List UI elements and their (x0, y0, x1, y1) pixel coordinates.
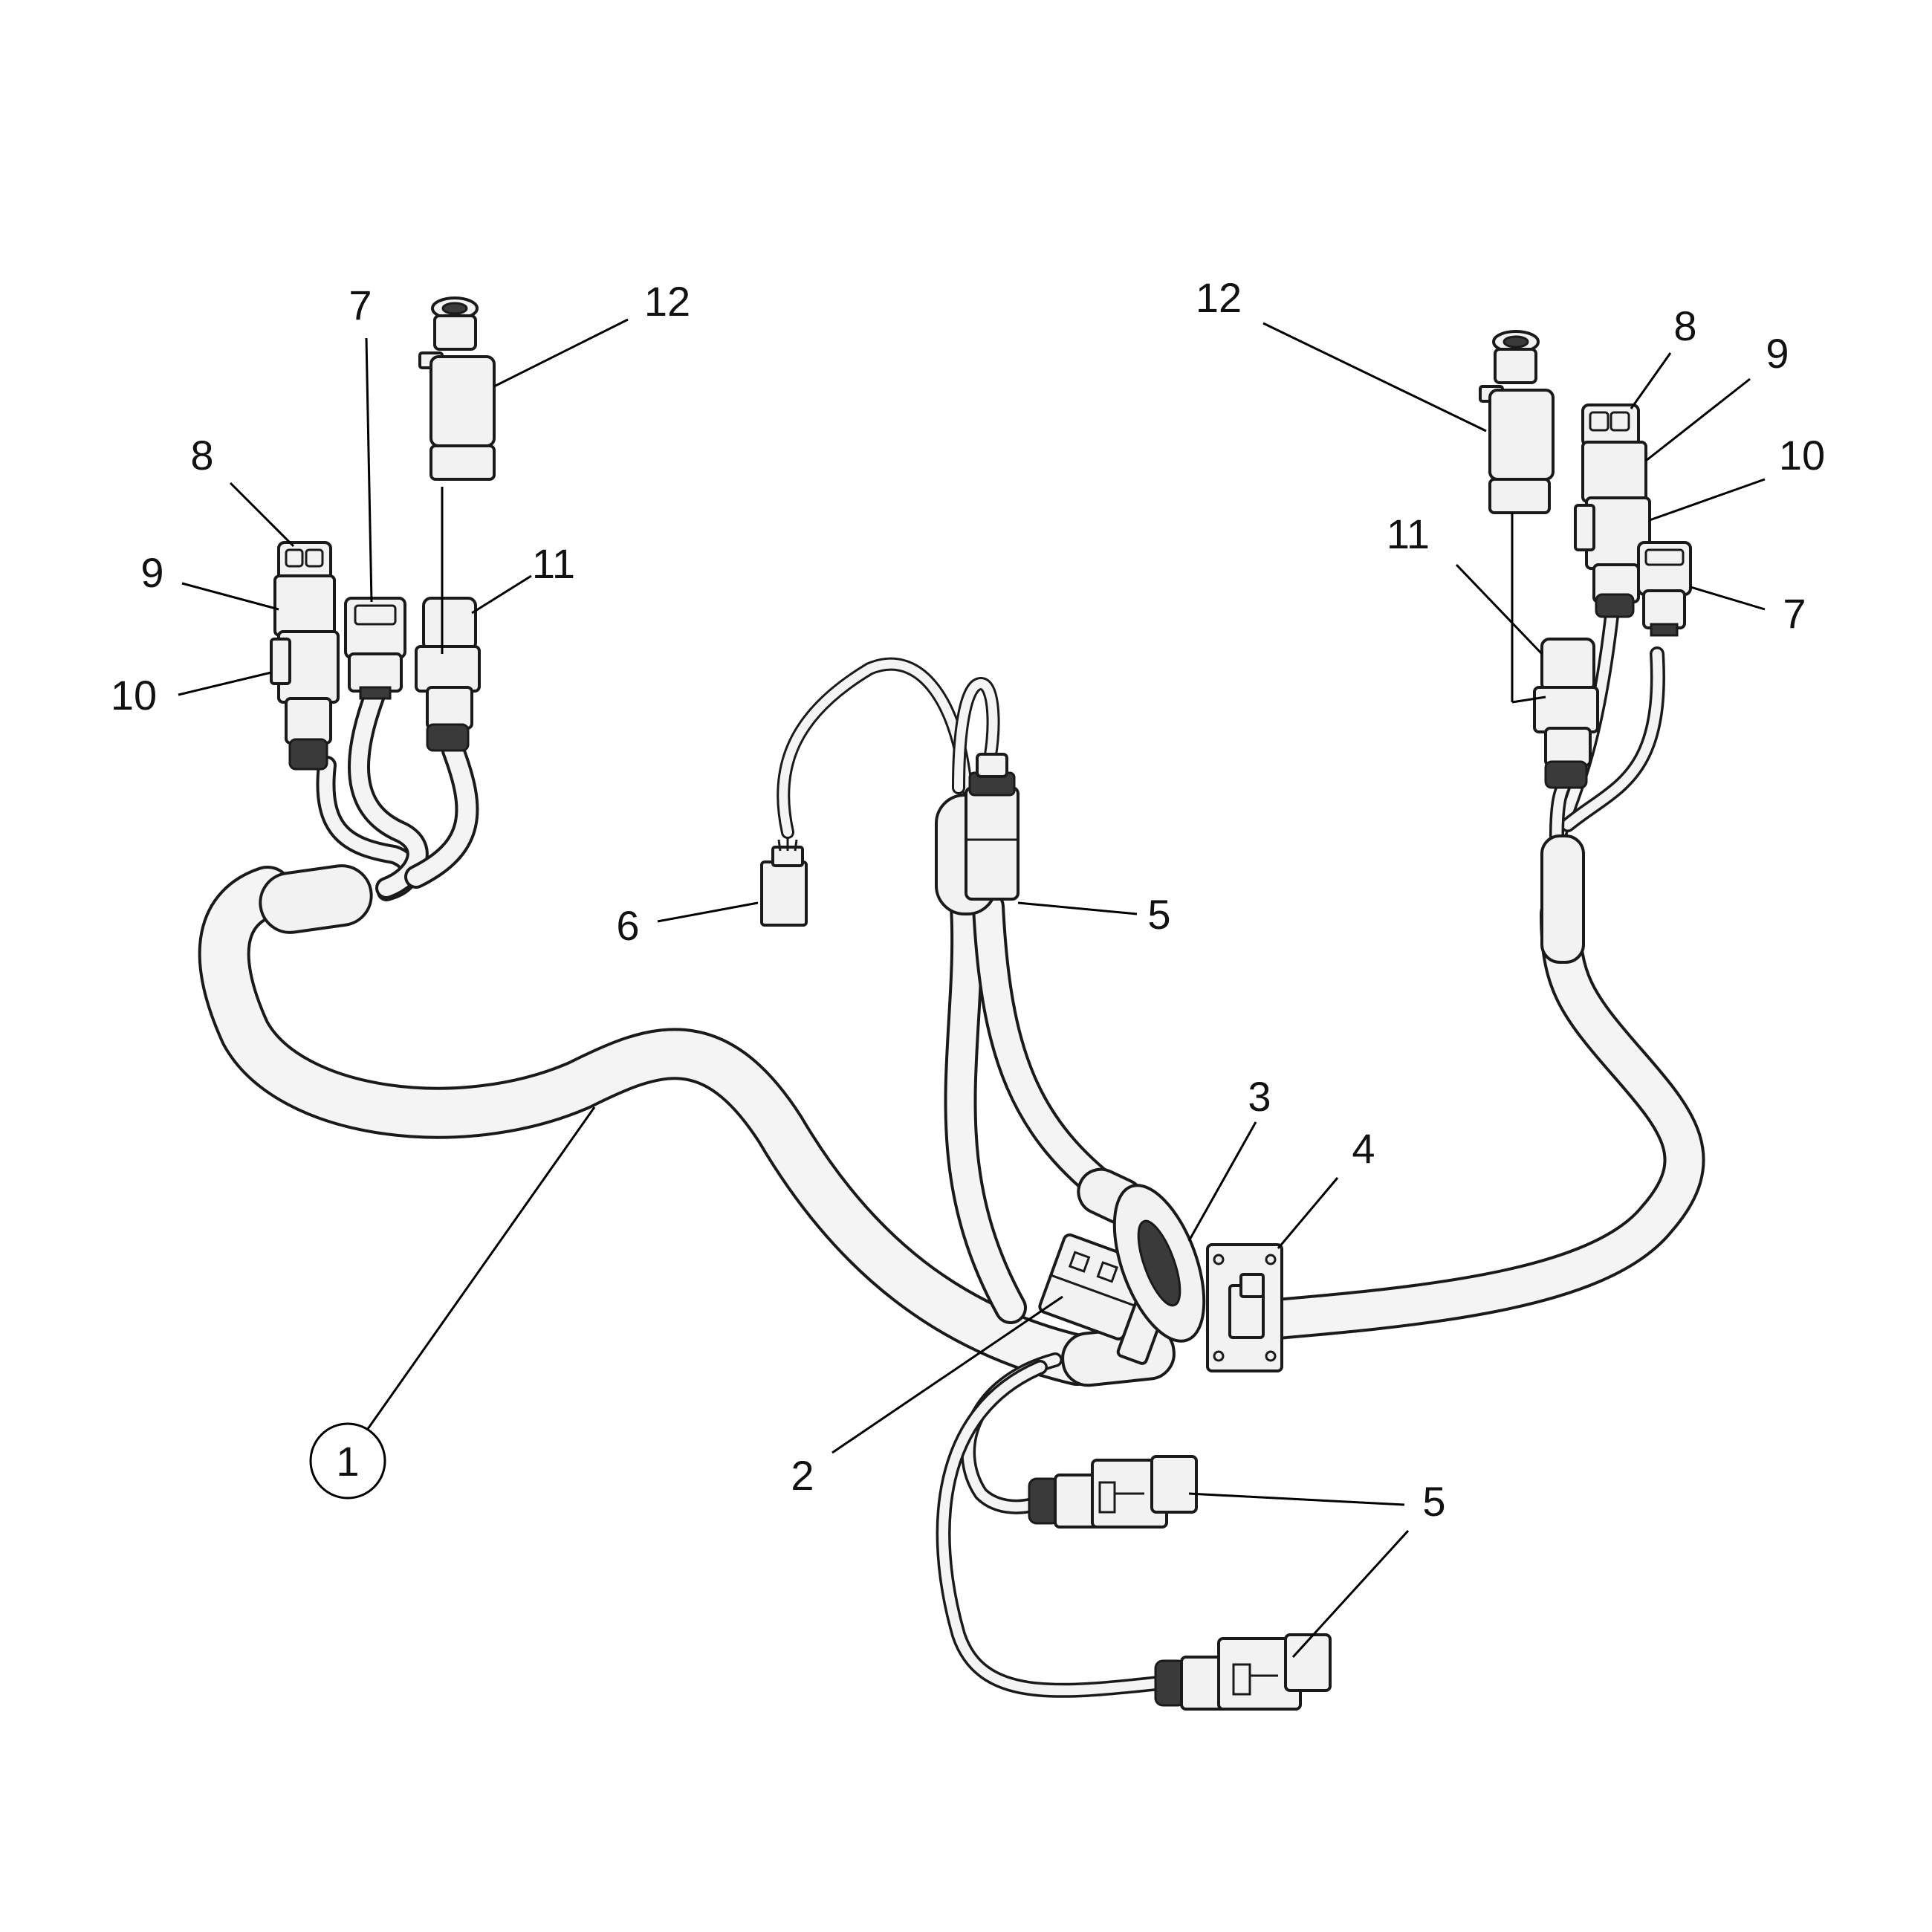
main-harness (198, 602, 1705, 1698)
left-connector-group (270, 296, 496, 771)
leader-6 (657, 901, 759, 923)
connector-7-right (1637, 541, 1692, 637)
leader-10-left (178, 671, 272, 696)
leader-8-left (229, 482, 295, 548)
callout-12-right: 12 (1196, 274, 1242, 321)
leader-12-left (493, 318, 629, 388)
callout-7-left: 7 (349, 282, 372, 328)
leader-2 (832, 1295, 1063, 1454)
callout-4: 4 (1352, 1125, 1375, 1172)
connector-5-lower (1154, 1633, 1332, 1711)
leader-1 (363, 1106, 596, 1435)
connector-11-right (1533, 638, 1599, 789)
connector-5-upper (965, 753, 1020, 901)
leader-4 (1277, 1177, 1339, 1249)
leader-10-right (1649, 478, 1766, 522)
leader-9-right (1645, 377, 1751, 462)
callout-10-right: 10 (1779, 432, 1825, 479)
leader-7-right (1690, 586, 1766, 611)
leader-12-right (1262, 322, 1487, 432)
leader-5-top (1017, 901, 1138, 915)
callout-8-right: 8 (1673, 302, 1696, 349)
connector-5-middle (1028, 1455, 1198, 1529)
callout-10-left: 10 (111, 672, 157, 719)
callout-3: 3 (1248, 1073, 1271, 1120)
callout-9-right: 9 (1766, 330, 1789, 377)
connector-7-left (344, 597, 406, 700)
connector-6 (760, 838, 808, 927)
leader-lines (178, 318, 1766, 1659)
callout-12-left: 12 (644, 278, 690, 325)
callout-1: 1 (336, 1438, 359, 1485)
leader-9-left (181, 582, 279, 611)
leader-11-left (471, 574, 532, 615)
leader-5-low (1291, 1529, 1410, 1659)
callout-1-circle (309, 1422, 386, 1500)
leader-3 (1187, 1121, 1257, 1242)
callout-8-left: 8 (190, 432, 213, 479)
seal-3 (1112, 1184, 1206, 1343)
connector-8-9-10-left (270, 541, 340, 771)
plate-4 (1206, 1243, 1283, 1372)
callout-labels: 1 2 3 4 5 5 6 7 7 8 8 9 9 10 10 11 11 12… (111, 274, 1825, 1525)
callout-2: 2 (791, 1452, 814, 1499)
leader-5-mid (1188, 1492, 1405, 1506)
callout-6: 6 (616, 902, 639, 949)
leader-8-right (1630, 352, 1672, 409)
callout-11-right: 11 (1387, 510, 1430, 557)
right-sleeve (1540, 834, 1585, 964)
connector-8-9-10-right (1574, 403, 1651, 618)
callout-5-mid: 5 (1422, 1478, 1445, 1525)
leader-11-right (1455, 563, 1543, 655)
left-sleeve (259, 864, 373, 934)
callout-11-left: 11 (532, 540, 575, 587)
connector-11-left (415, 597, 481, 752)
leader-7-left (365, 337, 373, 603)
callout-7-right: 7 (1783, 590, 1806, 637)
central-junction (1038, 1184, 1283, 1372)
callout-9-left: 9 (140, 549, 163, 596)
right-connector-group (1479, 330, 1692, 789)
connector-12-left (418, 296, 496, 481)
connector-12-right (1479, 330, 1555, 514)
assembly-line-right-horizontal (1511, 696, 1546, 704)
callout-5-top: 5 (1147, 891, 1170, 938)
